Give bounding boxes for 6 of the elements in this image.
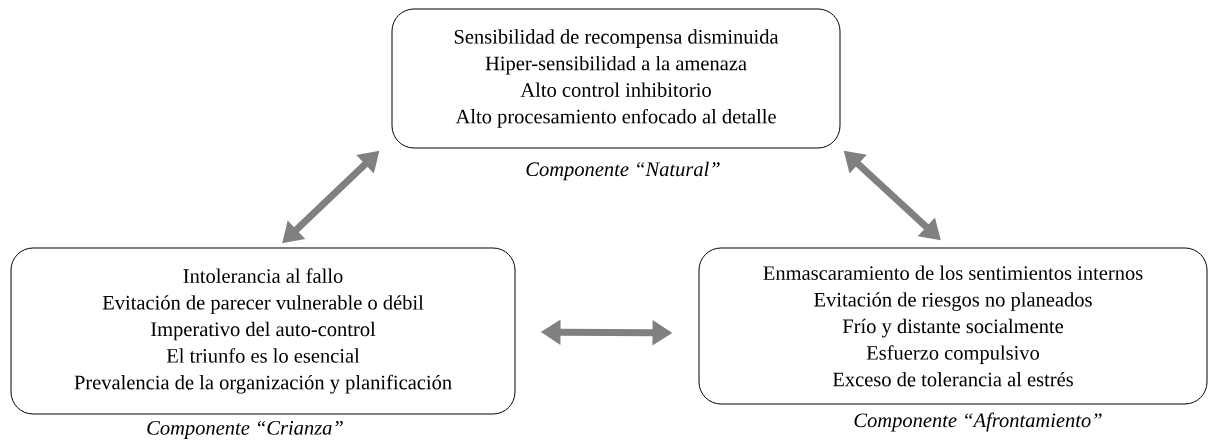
rounded-box: Enmascaramiento de los sentimientos internos Evitación de riesgos no planeados Frío y distante socialmente Esfuerzo compulsivo Exceso de tolerancia al estrés xyxy=(698,247,1208,405)
rounded-box: Sensibilidad de recompensa disminuida Hiper-sensibilidad a la amenaza Alto control inhibitorio Alto procesamiento enfocado al detalle xyxy=(391,8,841,149)
node-label: Componente “Natural” xyxy=(526,161,720,181)
node-label: Componente “Crianza” xyxy=(147,421,343,439)
rounded-box: Intolerancia al fallo Evitación de parecer vulnerable o débil Imperativo del auto-control El triunfo es lo esencial Prevalencia de la organización y planificación xyxy=(10,247,516,415)
node-label: Componente “Afrontamiento” xyxy=(854,412,1102,432)
